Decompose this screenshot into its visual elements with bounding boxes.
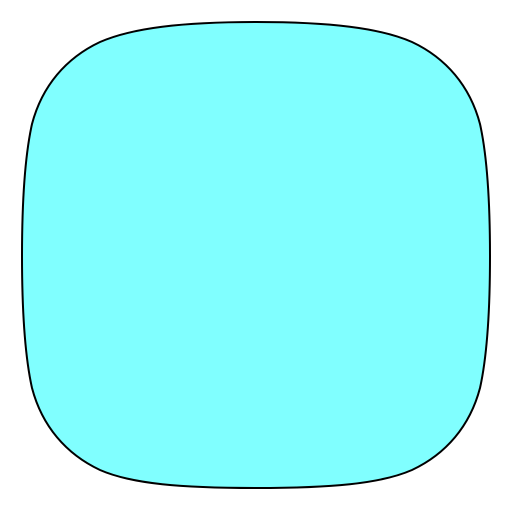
squircle-shape <box>21 21 491 489</box>
